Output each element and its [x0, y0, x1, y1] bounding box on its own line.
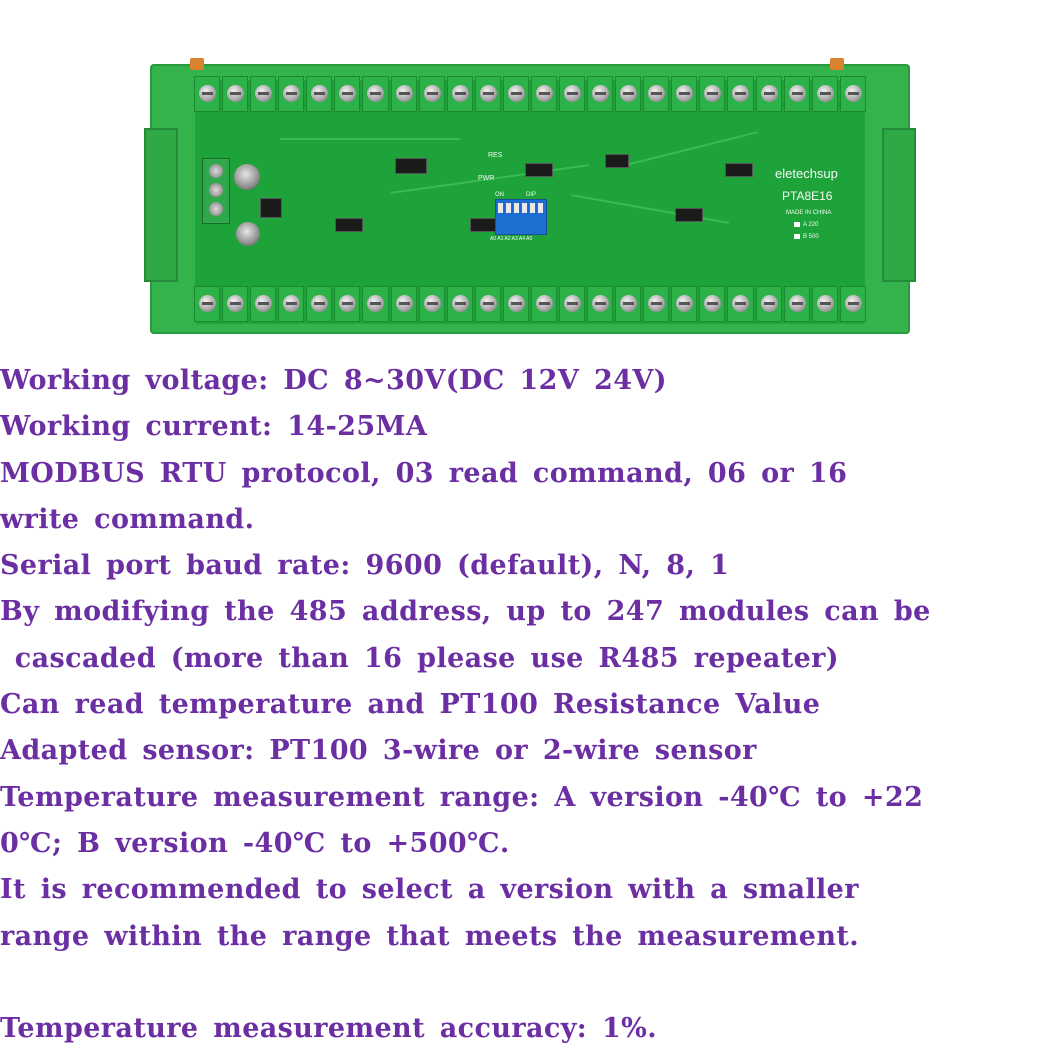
ic-chip [725, 163, 753, 177]
terminal-row-top [194, 76, 866, 114]
dip-switch [495, 199, 547, 235]
spec-line: By modifying the 485 address, up to 247 … [0, 596, 931, 628]
rail-tab-right [882, 128, 916, 282]
screw-terminal [446, 76, 473, 112]
screw-terminal [222, 76, 249, 112]
screw-terminal [446, 286, 473, 322]
screw-terminal [222, 286, 249, 322]
screw-terminal [502, 76, 529, 112]
screw-terminal [643, 286, 670, 322]
spec-line: cascaded (more than 16 please use R485 r… [0, 642, 839, 674]
screw-terminal [334, 286, 361, 322]
screw-terminal [811, 286, 838, 322]
rail-clip [830, 58, 844, 70]
spec-line: 0℃; B version -40℃ to +500℃. [0, 827, 510, 859]
screw-terminal [727, 286, 754, 322]
spec-spacer [0, 960, 1050, 1006]
screw-terminal [278, 76, 305, 112]
ic-chip [470, 218, 498, 232]
pcb-trace [280, 138, 460, 140]
screw-terminal [671, 286, 698, 322]
ic-chip [605, 154, 629, 168]
version-a-label: A 220 [794, 222, 818, 228]
screw-terminal [755, 76, 782, 112]
ic-chip [525, 163, 553, 177]
brand-label: eletechsup [775, 166, 838, 181]
spec-line: It is recommended to select a version wi… [0, 874, 859, 906]
screw-terminal [474, 76, 501, 112]
spec-line: Temperature measurement range: A version… [0, 781, 924, 813]
screw-terminal [615, 76, 642, 112]
spec-list: Working voltage: DC 8~30V(DC 12V 24V) Wo… [0, 358, 1050, 1052]
screw-terminal [250, 76, 277, 112]
dip-address-label: A0 A1 A2 A3 A4 A5 [490, 236, 533, 242]
ic-chip [260, 198, 282, 218]
model-label: PTA8E16 [782, 189, 833, 203]
screw-terminal [699, 286, 726, 322]
spec-line: Working voltage: DC 8~30V(DC 12V 24V) [0, 365, 667, 396]
screw-terminal [587, 286, 614, 322]
screw-terminal [783, 286, 810, 322]
screw-terminal [502, 286, 529, 322]
screw-terminal [418, 286, 445, 322]
screw-terminal [559, 286, 586, 322]
dip-label: DIP [526, 192, 537, 198]
screw-terminal [811, 76, 838, 112]
screw-terminal [755, 286, 782, 322]
rail-tab-left [144, 128, 178, 282]
pwr-label: PWR [478, 175, 495, 182]
spec-line: Serial port baud rate: 9600 (default), N… [0, 550, 730, 582]
screw-terminal [278, 286, 305, 322]
screw-terminal [306, 286, 333, 322]
rail-clip [190, 58, 204, 70]
version-b-label: B 500 [794, 234, 819, 240]
terminal-row-bottom [194, 286, 866, 324]
screw-terminal [418, 76, 445, 112]
spec-line: Temperature measurement accuracy: 1%. [0, 1013, 658, 1045]
capacitor [234, 164, 260, 190]
screw-terminal [783, 76, 810, 112]
res-label: RES [488, 152, 503, 159]
made-in-label: MADE IN CHINA [786, 210, 832, 216]
screw-terminal [530, 286, 558, 322]
screw-terminal [699, 76, 726, 112]
spec-line: Working current: 14-25MA [0, 411, 428, 443]
capacitor [236, 222, 260, 246]
screw-terminal [727, 76, 754, 112]
ic-chip [675, 208, 703, 222]
dip-on-label: ON [495, 192, 504, 198]
spec-line: Adapted sensor: PT100 3-wire or 2-wire s… [0, 735, 757, 767]
screw-terminal [390, 286, 417, 322]
screw-terminal [530, 76, 558, 112]
screw-terminal [194, 76, 221, 112]
spec-line: write command. [0, 503, 255, 535]
screw-terminal [194, 286, 221, 322]
spec-line: range within the range that meets the me… [0, 920, 860, 952]
screw-terminal [306, 76, 333, 112]
screw-terminal [474, 286, 501, 322]
screw-terminal [587, 76, 614, 112]
ic-chip [335, 218, 363, 232]
screw-terminal [362, 286, 389, 322]
screw-terminal [334, 76, 361, 112]
screw-terminal [559, 76, 586, 112]
power-terminal [202, 158, 230, 224]
spec-line: MODBUS RTU protocol, 03 read command, 06… [0, 457, 848, 489]
screw-terminal [839, 286, 866, 322]
spec-line: Can read temperature and PT100 Resistanc… [0, 689, 821, 721]
screw-terminal [362, 76, 389, 112]
screw-terminal [839, 76, 866, 112]
screw-terminal [615, 286, 642, 322]
screw-terminal [390, 76, 417, 112]
screw-terminal [643, 76, 670, 112]
product-photo: eletechsup PTA8E16 MADE IN CHINA A 220 B… [144, 58, 916, 343]
ic-chip [395, 158, 427, 174]
screw-terminal [671, 76, 698, 112]
screw-terminal [250, 286, 277, 322]
